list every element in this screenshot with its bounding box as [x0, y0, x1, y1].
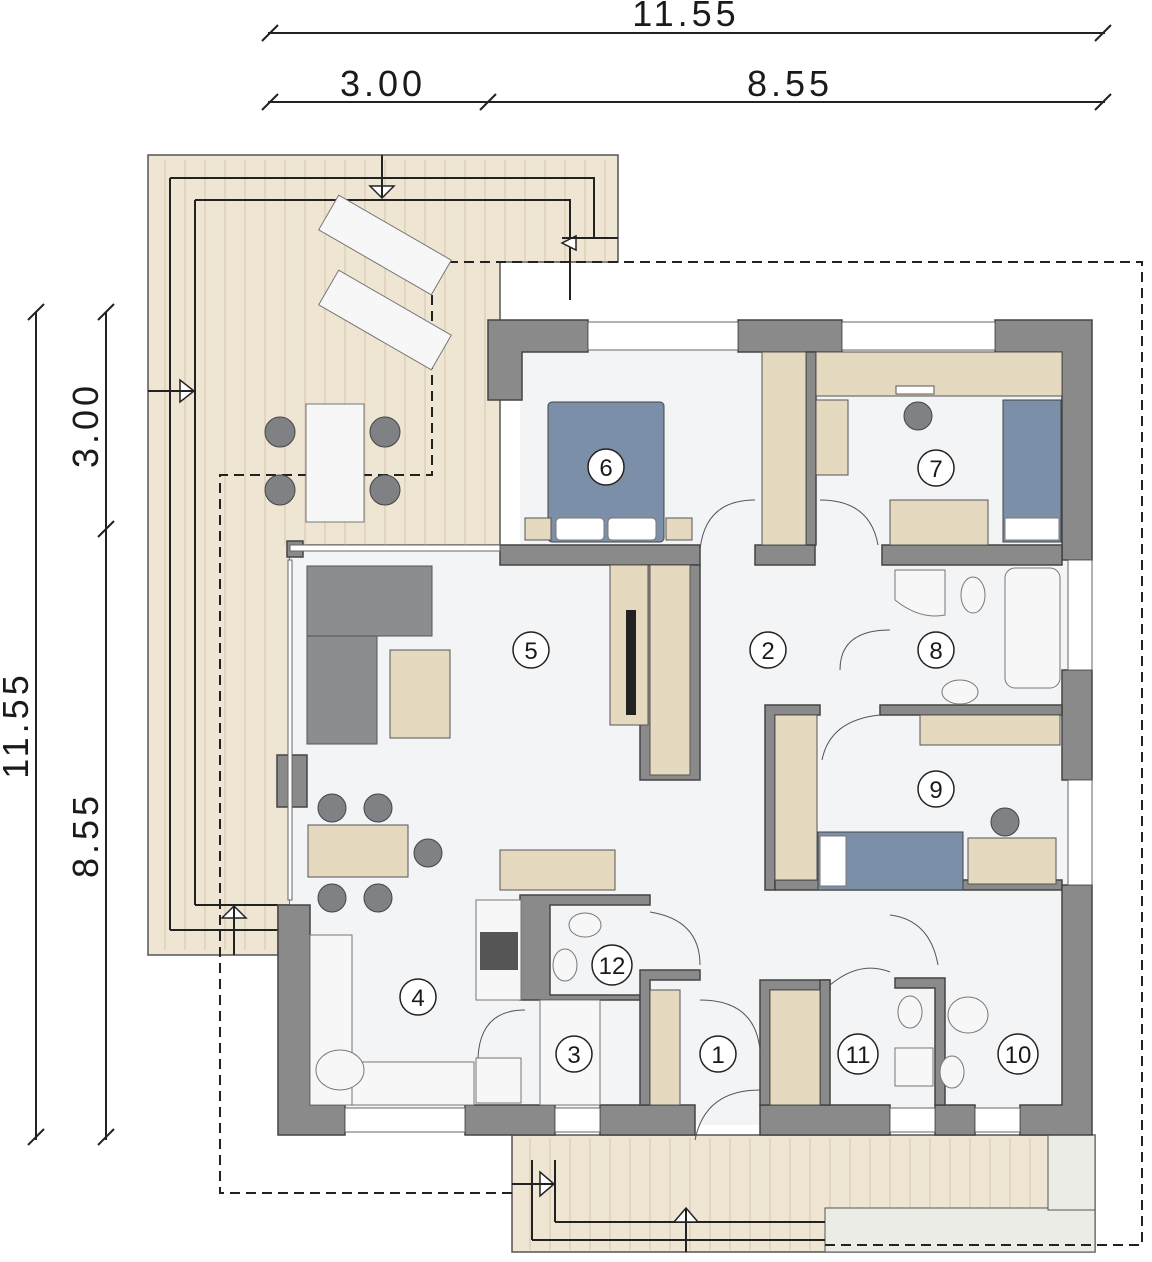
terrace-south: [511, 1134, 1096, 1253]
entrance-arrows: [148, 155, 700, 1252]
dim-top-left: 3.00: [340, 63, 426, 104]
bedroom-7-furniture: [815, 351, 1063, 546]
room-label-2: 2: [761, 638, 774, 665]
roof-outline: [219, 261, 1143, 1246]
wc-12-fixtures: [552, 912, 602, 982]
room-label-1: 1: [711, 1042, 724, 1069]
room-labels: 1 2 3 4 5 6 7 8 9 10 11 12: [399, 448, 1039, 1075]
door-swings: [477, 499, 939, 1141]
room-label-6: 6: [599, 455, 612, 482]
kitchen-furniture: [309, 899, 522, 1106]
room-label-7: 7: [929, 456, 942, 483]
room-label-3: 3: [567, 1042, 580, 1069]
living-room-furniture: [306, 564, 691, 913]
room-label-11: 11: [846, 1042, 871, 1069]
dim-top-total: 11.55: [632, 0, 739, 34]
terrace-furniture: [264, 194, 452, 523]
dim-top-right: 8.55: [747, 63, 833, 104]
room-label-12: 12: [599, 953, 626, 980]
room-label-10: 10: [1005, 1042, 1032, 1069]
windows: [287, 321, 1093, 1133]
room-label-8: 8: [929, 638, 942, 665]
bedroom-9-furniture: [774, 714, 1061, 891]
dim-left-bottom: 8.55: [65, 792, 106, 878]
room-label-4: 4: [411, 985, 424, 1012]
dimension-lines: [27, 24, 1112, 1146]
room-label-9: 9: [929, 777, 942, 804]
room-label-5: 5: [524, 638, 537, 665]
dim-left-top: 3.00: [65, 382, 106, 468]
dim-left-total: 11.55: [0, 671, 36, 778]
bathroom-8-fixtures: [894, 567, 1061, 705]
